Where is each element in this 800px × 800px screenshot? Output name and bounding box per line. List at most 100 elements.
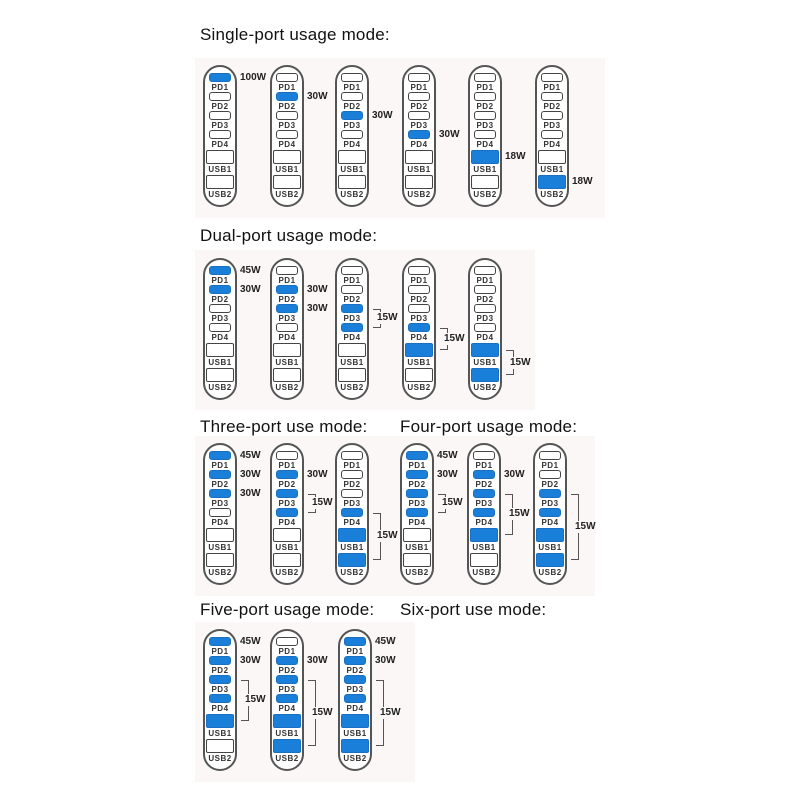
port-label: PD1 <box>211 461 229 470</box>
port-pd1 <box>541 73 563 82</box>
port-usb1 <box>403 528 431 542</box>
wattage-label: 100W <box>240 71 267 83</box>
port-usb1 <box>206 150 234 164</box>
port-pd2 <box>209 285 231 294</box>
port-label: USB2 <box>275 568 299 577</box>
port-usb2 <box>206 175 234 189</box>
wattage-label: 30W <box>375 654 396 666</box>
port-pd2 <box>209 470 231 479</box>
port-usb2 <box>273 739 301 753</box>
port-label: PD3 <box>343 499 361 508</box>
port-label: PD3 <box>343 314 361 323</box>
port-usb1 <box>471 150 499 164</box>
port-pd2 <box>539 470 561 479</box>
port-label: PD1 <box>211 83 229 92</box>
port-label: USB1 <box>343 729 367 738</box>
port-label: USB1 <box>340 358 364 367</box>
port-label: USB2 <box>275 383 299 392</box>
port-pd3 <box>539 489 561 498</box>
port-pd4 <box>341 323 363 332</box>
port-pd1 <box>539 451 561 460</box>
heading-six-port: Six-port use mode: <box>400 600 547 619</box>
port-label: USB1 <box>538 543 562 552</box>
port-label: USB1 <box>340 543 364 552</box>
wattage-label: 45W <box>240 449 261 461</box>
port-pd2 <box>276 285 298 294</box>
port-label: PD1 <box>278 461 296 470</box>
port-pd4 <box>209 508 231 517</box>
shared-wattage-label: 15W <box>444 332 465 345</box>
wattage-label: 30W <box>307 468 328 480</box>
port-label: PD2 <box>343 295 361 304</box>
port-usb1 <box>206 528 234 542</box>
port-label: PD1 <box>343 276 361 285</box>
port-label: PD3 <box>410 121 428 130</box>
port-label: PD1 <box>211 647 229 656</box>
port-label: PD4 <box>278 140 296 149</box>
port-pd1 <box>276 451 298 460</box>
port-pd2 <box>209 656 231 665</box>
port-pd1 <box>474 73 496 82</box>
wattage-label: 30W <box>437 468 458 480</box>
port-pd3 <box>209 304 231 313</box>
port-label: PD1 <box>343 461 361 470</box>
port-usb2 <box>206 553 234 567</box>
port-label: USB2 <box>275 754 299 763</box>
port-pd1 <box>341 73 363 82</box>
port-pd3 <box>474 111 496 120</box>
port-usb2 <box>471 368 499 382</box>
port-label: PD3 <box>278 121 296 130</box>
port-label: PD1 <box>410 276 428 285</box>
port-label: PD4 <box>211 333 229 342</box>
wattage-label: 30W <box>307 654 328 666</box>
port-label: USB1 <box>540 165 564 174</box>
port-pd4 <box>406 508 428 517</box>
port-label: PD2 <box>408 480 426 489</box>
shared-wattage-label: 15W <box>575 520 596 533</box>
port-usb1 <box>338 528 366 542</box>
port-label: PD3 <box>278 499 296 508</box>
port-label: USB1 <box>473 358 497 367</box>
port-usb2 <box>338 175 366 189</box>
port-pd2 <box>473 470 495 479</box>
port-pd4 <box>474 323 496 332</box>
port-label: USB2 <box>407 383 431 392</box>
port-usb1 <box>538 150 566 164</box>
port-label: PD4 <box>476 333 494 342</box>
port-pd4 <box>276 508 298 517</box>
port-label: USB2 <box>208 568 232 577</box>
port-label: USB2 <box>208 754 232 763</box>
port-label: USB2 <box>275 190 299 199</box>
port-pd4 <box>209 323 231 332</box>
port-label: PD3 <box>278 685 296 694</box>
port-label: PD2 <box>211 295 229 304</box>
port-pd1 <box>473 451 495 460</box>
port-label: PD3 <box>476 121 494 130</box>
port-label: PD4 <box>211 140 229 149</box>
wattage-label: 45W <box>375 635 396 647</box>
port-label: PD2 <box>278 480 296 489</box>
port-pd4 <box>209 694 231 703</box>
port-label: PD3 <box>346 685 364 694</box>
heading-three-port: Three-port use mode: <box>200 417 368 436</box>
port-pd2 <box>474 92 496 101</box>
port-label: PD1 <box>211 276 229 285</box>
port-usb2 <box>338 368 366 382</box>
port-label: PD3 <box>278 314 296 323</box>
port-pd4 <box>276 694 298 703</box>
port-label: PD4 <box>410 140 428 149</box>
port-label: PD3 <box>475 499 493 508</box>
port-label: PD3 <box>410 314 428 323</box>
port-pd3 <box>474 304 496 313</box>
port-label: PD2 <box>278 666 296 675</box>
port-pd3 <box>276 304 298 313</box>
port-label: USB2 <box>472 568 496 577</box>
